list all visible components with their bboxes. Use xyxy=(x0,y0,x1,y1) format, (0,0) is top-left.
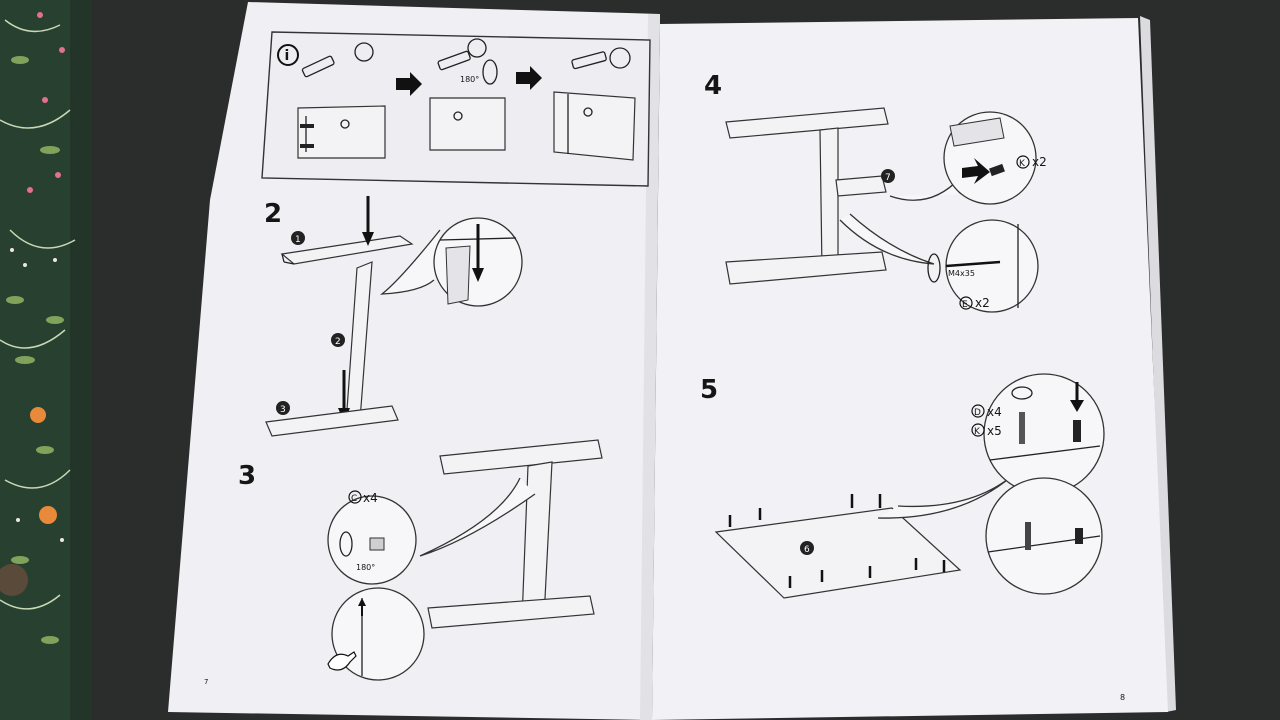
info-icon xyxy=(277,44,299,66)
step-4: 4 7 K x2 M4x35 E x2 xyxy=(704,71,1047,313)
part-number: 3 xyxy=(280,405,286,415)
screwdriver-icon xyxy=(927,253,941,283)
hardware-label: C xyxy=(351,494,357,504)
hardware-label: E xyxy=(962,300,968,310)
hand-pointer-icon xyxy=(327,651,357,671)
part-badge xyxy=(276,401,290,415)
small-shelf-part xyxy=(835,175,887,197)
rotation-label: 180° xyxy=(356,563,375,572)
part-badge xyxy=(331,333,345,347)
hardware-qty: x2 xyxy=(975,296,990,310)
part-number: 6 xyxy=(804,545,810,555)
hardware-qty: x4 xyxy=(987,405,1002,419)
hardware-badge xyxy=(348,490,362,504)
hardware-badge xyxy=(971,423,985,437)
top-shelf-part xyxy=(439,439,603,475)
back-panel-part xyxy=(714,507,962,599)
info-icon-symbol: i xyxy=(285,48,290,64)
zoom-callout xyxy=(419,477,536,557)
bottom-shelf-part xyxy=(427,595,595,629)
rotate-icon xyxy=(482,59,498,85)
part-badge xyxy=(881,169,895,183)
part-badge xyxy=(800,541,814,555)
part-number: 1 xyxy=(295,235,301,245)
hardware-label: D xyxy=(974,408,981,418)
floral-fabric xyxy=(0,0,92,720)
part-badge xyxy=(291,231,305,245)
step-2: 2 1 2 3 xyxy=(264,196,523,437)
hardware-label: K xyxy=(974,427,981,437)
hardware-badge xyxy=(959,296,973,310)
hardware-qty: x2 xyxy=(1032,155,1047,169)
hardware-qty: x4 xyxy=(363,491,378,505)
cam-stage-2: 180° xyxy=(429,38,506,151)
rotation-label: 180° xyxy=(460,75,479,84)
zoom-callout xyxy=(839,213,935,265)
hardware-badge xyxy=(971,404,985,418)
screw-size-label: M4x35 xyxy=(948,269,975,278)
top-shelf-part xyxy=(725,107,889,139)
arrow-icon xyxy=(396,72,422,96)
cam-stage-3 xyxy=(553,47,636,161)
hardware-label: K xyxy=(1019,159,1026,169)
zoom-callout xyxy=(379,229,441,295)
screw-icon xyxy=(945,260,1001,268)
cam-stage-1 xyxy=(297,42,386,159)
part-number: 7 xyxy=(885,173,891,183)
info-box: i 180° xyxy=(261,31,651,187)
arrow-icon xyxy=(516,66,542,90)
zoom-detail xyxy=(983,373,1105,495)
side-panel-part xyxy=(819,127,839,271)
bottom-shelf-part xyxy=(725,251,887,285)
step-number: 4 xyxy=(704,71,722,101)
page-number-right: 8 xyxy=(1120,693,1125,702)
part-number: 2 xyxy=(335,337,341,347)
hardware-badge xyxy=(1016,155,1030,169)
top-shelf-part xyxy=(280,235,414,265)
rotate-icon xyxy=(339,531,353,557)
zoom-detail xyxy=(985,477,1103,595)
step-number: 5 xyxy=(700,375,718,405)
bottom-shelf-part xyxy=(265,405,399,437)
step-number: 2 xyxy=(264,199,282,229)
hardware-qty: x5 xyxy=(987,424,1002,438)
page-number-left: 7 xyxy=(204,678,208,686)
rotate-icon xyxy=(1011,386,1033,400)
step-5: 5 6 D x4 K x5 xyxy=(700,373,1105,599)
arrow-icon xyxy=(962,158,990,184)
step-3: 3 C x4 180° xyxy=(238,439,603,681)
step-number: 3 xyxy=(238,461,256,491)
